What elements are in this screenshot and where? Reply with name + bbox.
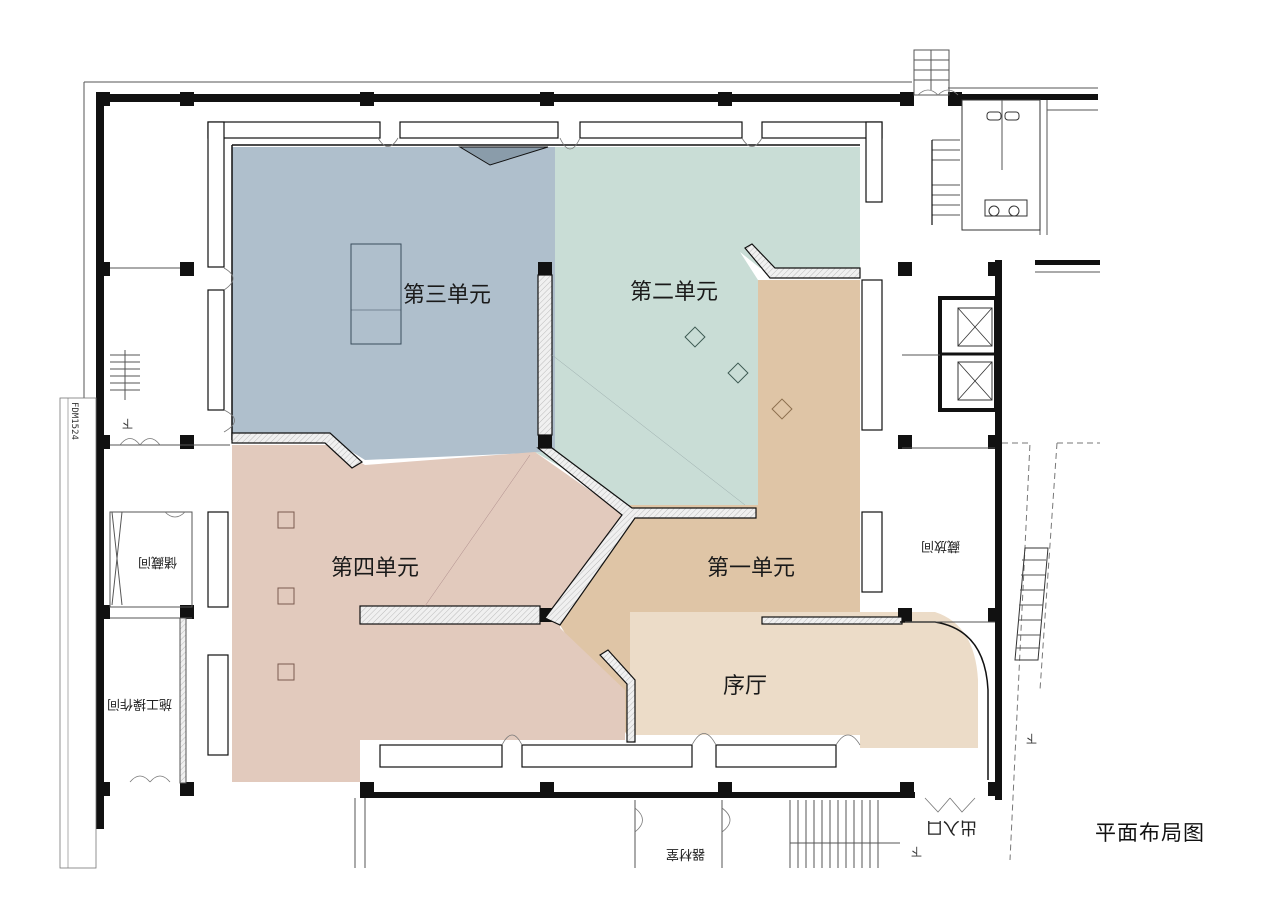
structural-columns — [96, 92, 1002, 796]
room-label-equipment: 器材室 — [666, 846, 705, 862]
elevator-icon — [957, 361, 993, 401]
partition-walls — [231, 146, 989, 780]
stair-left — [110, 350, 140, 400]
zone-label-foyer: 序厅 — [723, 674, 767, 699]
door-code-label: FDM1524 — [69, 402, 79, 440]
stair-down-marker: 下 — [122, 417, 133, 430]
zone-label-unit-4: 第四单元 — [331, 556, 419, 581]
drawing-title: 平面布局图 — [1095, 821, 1205, 845]
zone-label-unit-3: 第三单元 — [403, 283, 491, 308]
stair-right-top — [931, 139, 960, 225]
room-label-storage-left: 储藏间 — [138, 554, 177, 569]
zone-label-unit-1: 第一单元 — [707, 556, 795, 581]
floor-markers — [277, 243, 793, 681]
right-service-core — [902, 49, 1041, 623]
exterior-walls — [83, 81, 1100, 829]
doors — [119, 89, 976, 833]
stair-top-exit — [913, 49, 950, 96]
zone-unit-2 — [535, 147, 860, 505]
left-service-rooms — [59, 267, 230, 869]
escalator — [1002, 442, 1100, 861]
bottom-stairs — [354, 798, 900, 868]
display-cases — [207, 121, 883, 768]
zone-foyer — [630, 612, 978, 748]
elevator-icon — [957, 307, 993, 347]
stair-down-marker: 下 — [1026, 732, 1037, 745]
room-label-storage-right: 藏放间 — [921, 538, 960, 553]
stair-down-marker: 下 — [911, 845, 922, 858]
room-label-workshop: 施工操作间 — [107, 696, 172, 712]
zone-unit-3 — [232, 147, 555, 460]
room-label-entrance: 出入口 — [926, 817, 977, 837]
zone-label-unit-2: 第二单元 — [630, 280, 718, 305]
